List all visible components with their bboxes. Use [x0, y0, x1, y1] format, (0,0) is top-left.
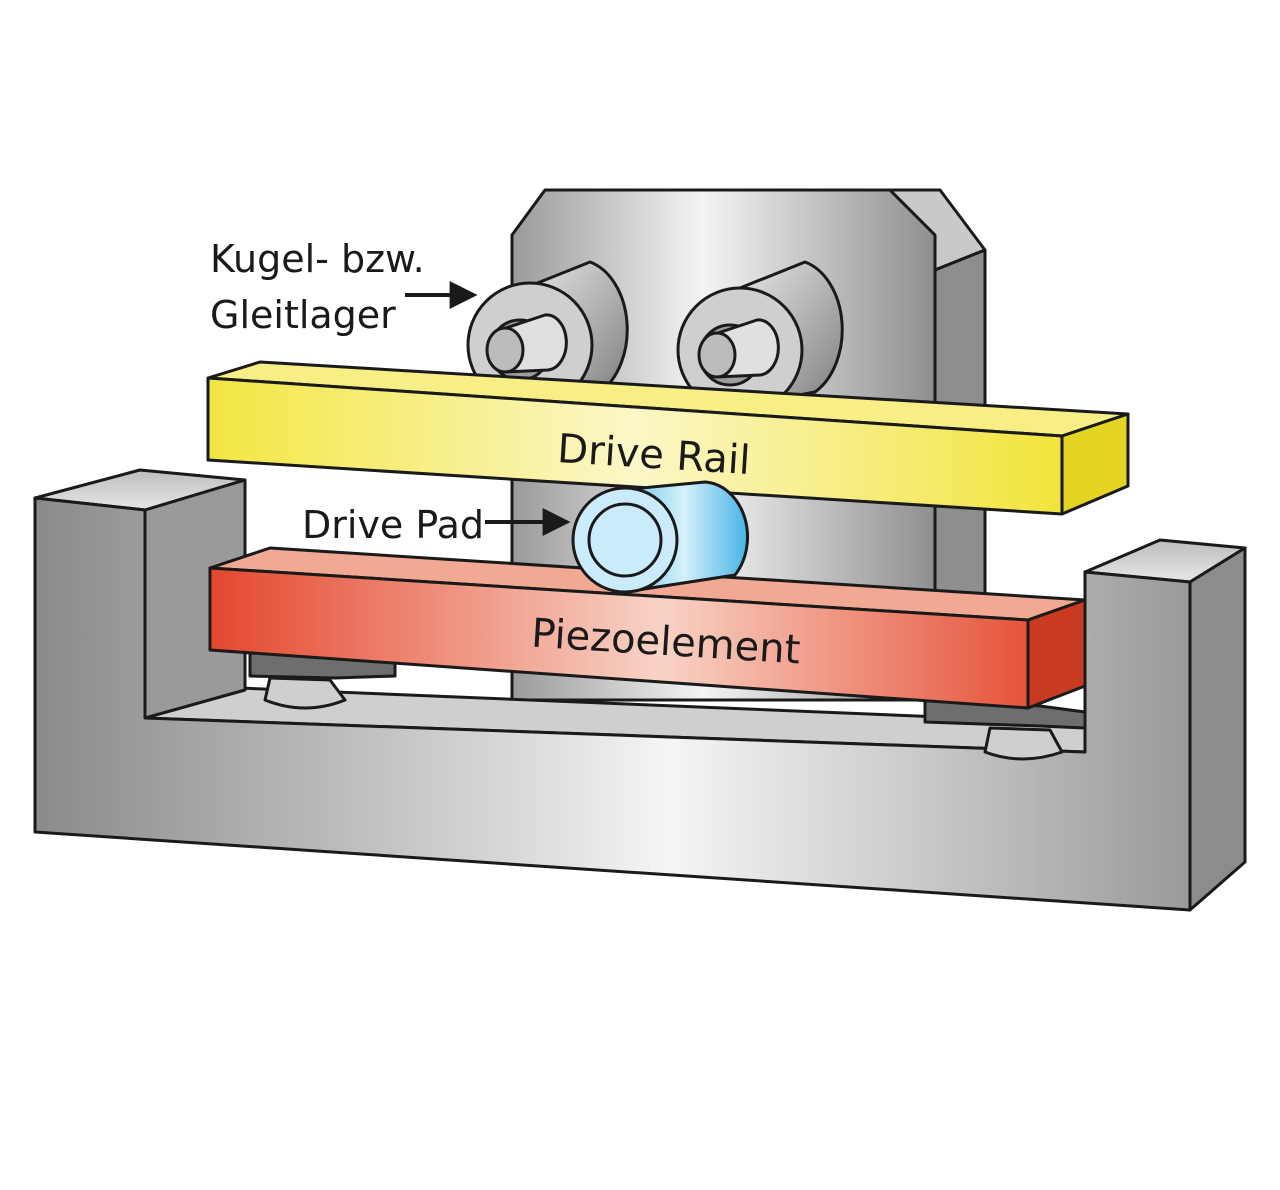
bearing-cylinder-right	[676, 260, 844, 414]
bearing-label-line2: Gleitlager	[210, 293, 396, 337]
drive-pad-callout: Drive Pad	[302, 503, 571, 547]
base-u-frame	[33, 468, 1247, 912]
bearing-callout: Kugel- bzw. Gleitlager	[210, 237, 478, 337]
drive-pad-label: Drive Pad	[302, 503, 484, 547]
bearing-label-line1: Kugel- bzw.	[210, 237, 425, 281]
drive-pad	[571, 480, 750, 594]
piezo-support-right	[923, 698, 1087, 761]
drive-rail: Drive Rail	[206, 360, 1130, 516]
